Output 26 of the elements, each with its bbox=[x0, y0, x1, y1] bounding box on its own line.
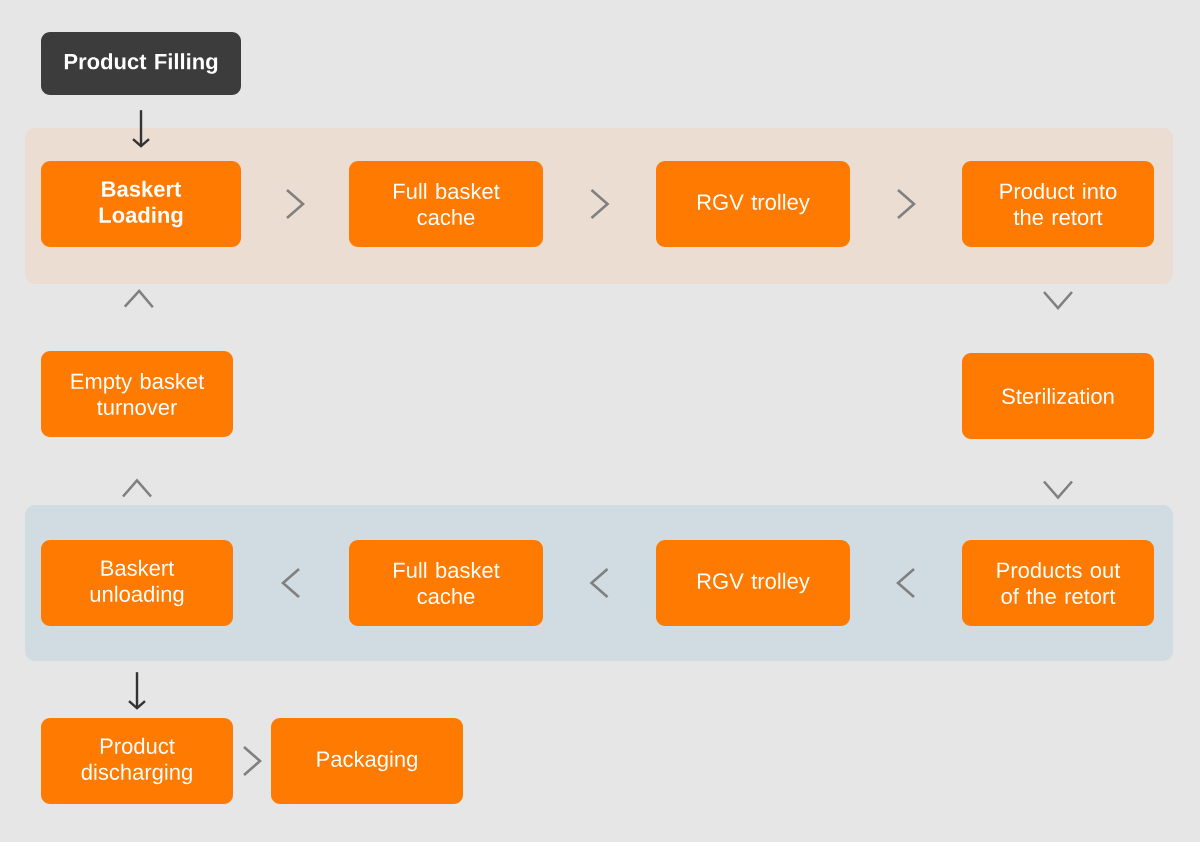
process-box: Full basket cache bbox=[349, 540, 543, 626]
process-box: Sterilization bbox=[962, 353, 1154, 439]
chevron bbox=[123, 289, 154, 309]
process-box: Product discharging bbox=[41, 718, 233, 804]
chevron bbox=[897, 189, 916, 219]
arrow bbox=[132, 110, 150, 148]
chevron bbox=[281, 568, 300, 598]
chevron bbox=[122, 478, 152, 498]
process-box: RGV trolley bbox=[656, 540, 850, 626]
chevron bbox=[243, 746, 262, 776]
chevron bbox=[1043, 480, 1073, 500]
process-box: Products out of the retort bbox=[962, 540, 1154, 626]
chevron bbox=[286, 189, 305, 219]
process-box: Packaging bbox=[271, 718, 463, 804]
process-box: RGV trolley bbox=[656, 161, 850, 247]
chevron bbox=[1043, 291, 1073, 310]
process-box: Baskert unloading bbox=[41, 540, 233, 626]
process-box: Product Filling bbox=[41, 32, 241, 95]
process-box: Empty basket turnover bbox=[41, 351, 233, 437]
chevron bbox=[896, 568, 915, 598]
process-box: Product into the retort bbox=[962, 161, 1154, 247]
chevron bbox=[590, 189, 610, 219]
arrow bbox=[128, 672, 146, 710]
process-box: Baskert Loading bbox=[41, 161, 241, 247]
chevron bbox=[589, 568, 609, 598]
process-box: Full basket cache bbox=[349, 161, 543, 247]
